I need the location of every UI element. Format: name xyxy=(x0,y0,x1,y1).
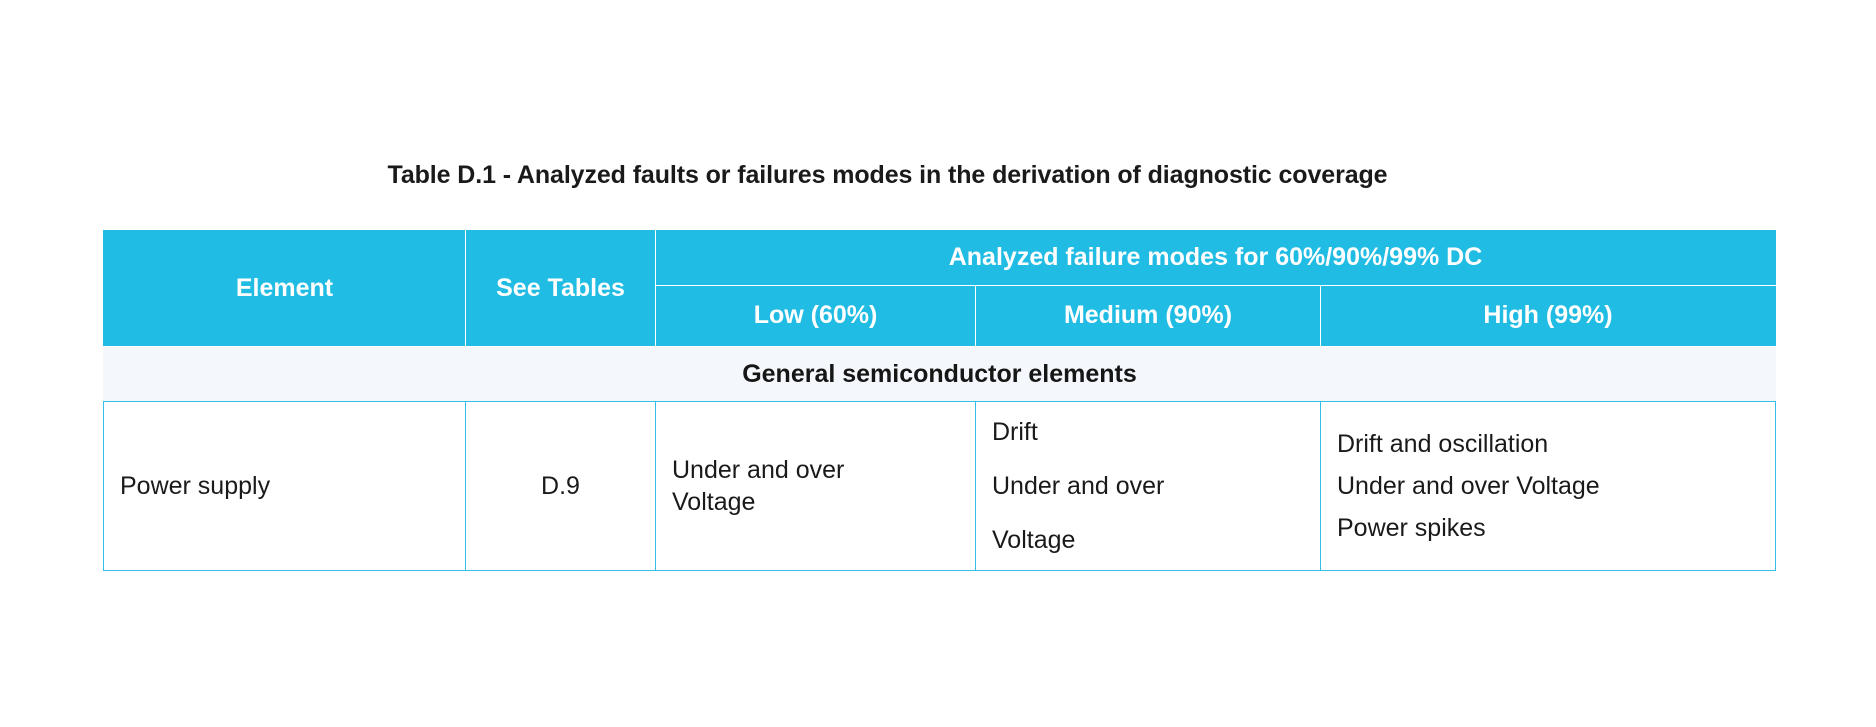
header-sub-low: Low (60%) xyxy=(655,285,976,347)
section-row-label: General semiconductor elements xyxy=(102,346,1777,402)
header-row-secondary: Low (60%) Medium (90%) High (99%) xyxy=(104,285,1777,347)
cell-low-line-2: Voltage xyxy=(672,488,756,516)
section-row-general-semiconductor-elements: General semiconductor elements xyxy=(102,346,1777,402)
cell-medium-line-2: Under and over xyxy=(992,472,1165,500)
cell-high-line-1: Drift and oscillation xyxy=(1337,430,1549,458)
header-see-tables: See Tables xyxy=(465,230,656,347)
table-body: General semiconductor elements Power sup… xyxy=(102,346,1777,571)
header-analyzed-failure-modes: Analyzed failure modes for 60%/90%/99% D… xyxy=(654,229,1777,287)
header-row-primary: Element See Tables Analyzed failure mode… xyxy=(103,229,1777,347)
table-header: Element See Tables Analyzed failure mode… xyxy=(103,229,1777,347)
header-sub-medium: Medium (90%) xyxy=(975,285,1321,347)
cell-low-line-1: Under and over xyxy=(672,456,845,484)
cell-high-line-3: Power spikes xyxy=(1337,514,1486,542)
cell-see-tables: D.9 xyxy=(465,401,656,571)
cell-medium: Drift Under and over Voltage xyxy=(975,401,1321,571)
table-row: Power supply D.9 Under and over Voltage … xyxy=(103,401,1777,571)
header-sub-high: High (99%) xyxy=(1319,285,1777,347)
cell-medium-line-3: Voltage xyxy=(992,526,1076,554)
cell-high-line-2: Under and over Voltage xyxy=(1337,472,1600,500)
cell-low-lines: Under and over Voltage xyxy=(672,454,975,518)
header-element: Element xyxy=(103,230,466,347)
diagnostic-coverage-table: Element See Tables Analyzed failure mode… xyxy=(102,229,1777,571)
cell-high: Drift and oscillation Under and over Vol… xyxy=(1319,401,1777,571)
page-title: Table D.1 - Analyzed faults or failures … xyxy=(387,161,1388,189)
cell-medium-lines: Drift Under and over Voltage xyxy=(992,416,1320,556)
header-see-tables-line-1: See xyxy=(496,273,541,302)
cell-medium-line-1: Drift xyxy=(992,418,1038,446)
cell-high-lines: Drift and oscillation Under and over Vol… xyxy=(1337,428,1775,544)
table-container: Element See Tables Analyzed failure mode… xyxy=(102,229,1777,571)
cell-low: Under and over Voltage xyxy=(655,401,976,571)
header-see-tables-line-2: Tables xyxy=(547,273,625,302)
cell-element: Power supply xyxy=(103,401,466,571)
